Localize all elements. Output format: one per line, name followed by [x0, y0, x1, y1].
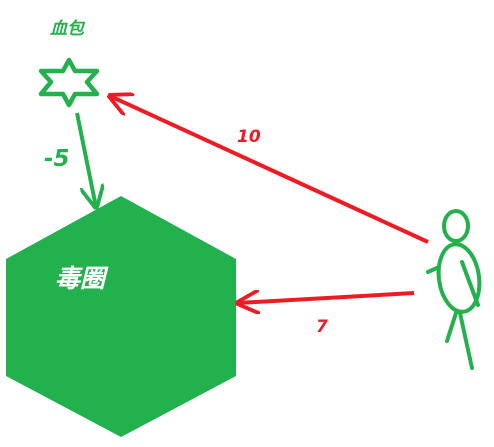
health-to-poison-value: -5 [44, 146, 70, 172]
star-of-david-icon [38, 57, 100, 108]
player-left-leg [445, 311, 458, 343]
player-to-health-arrow [110, 96, 429, 244]
poison-circle-hexagon [6, 196, 236, 437]
player-to-health-value: 10 [237, 127, 261, 147]
poison-circle-label: 毒圈 [55, 264, 109, 293]
health-pack-label: 血包 [50, 19, 86, 39]
player-to-poison-arrow [238, 293, 415, 303]
health-to-poison-arrow [75, 112, 96, 207]
player-body [436, 242, 482, 314]
player-left-arm [426, 265, 441, 274]
player-to-poison-value: 7 [316, 317, 328, 337]
player-right-leg [458, 311, 474, 370]
health-pack-icon [38, 57, 100, 108]
player-right-arm [460, 260, 480, 307]
stick-figure-icon [426, 209, 482, 370]
player-head [442, 209, 470, 243]
